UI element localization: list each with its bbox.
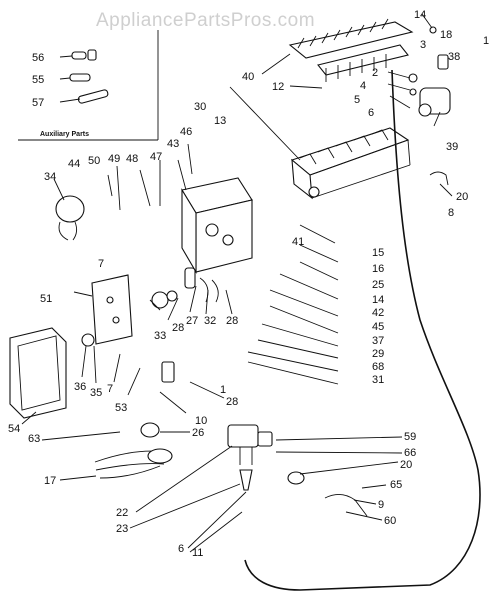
label-20-lower: 20: [400, 459, 412, 471]
label-3: 3: [420, 39, 426, 51]
label-22: 22: [116, 507, 128, 519]
label-59: 59: [404, 431, 416, 443]
label-18: 18: [440, 29, 452, 41]
label-23: 23: [116, 523, 128, 535]
part-labels: 14 18 3 38 1 56 55 57 40 12 2 4 5 6 39 1…: [8, 9, 489, 559]
label-40: 40: [242, 71, 254, 83]
control-housing: [181, 177, 253, 275]
label-20-right: 20: [456, 191, 468, 203]
label-54: 54: [8, 423, 20, 435]
label-55: 55: [32, 74, 44, 86]
right-hardware-parts: [408, 26, 451, 186]
label-65: 65: [390, 479, 402, 491]
label-28-c: 28: [226, 396, 238, 408]
label-56: 56: [32, 52, 44, 64]
label-5: 5: [354, 94, 360, 106]
fill-tube: [244, 69, 481, 591]
label-11: 11: [192, 547, 203, 559]
cover: [9, 327, 67, 419]
label-6-bottom: 6: [178, 543, 184, 555]
label-13: 13: [214, 115, 226, 127]
aux-part-57: [77, 89, 109, 104]
wiring-harness-bracket: [91, 274, 133, 345]
label-42: 42: [372, 307, 384, 319]
water-valve-assembly: [94, 424, 368, 517]
label-49: 49: [108, 153, 120, 165]
label-32: 32: [204, 315, 216, 327]
label-48: 48: [126, 153, 138, 165]
label-30: 30: [194, 101, 206, 113]
label-28-a: 28: [172, 322, 184, 334]
label-36: 36: [74, 381, 86, 393]
label-51: 51: [40, 293, 52, 305]
label-25: 25: [372, 279, 384, 291]
auxiliary-parts-caption: Auxiliary Parts: [40, 131, 89, 138]
label-27: 27: [186, 315, 198, 327]
label-68: 68: [372, 361, 384, 373]
label-7-lower: 7: [107, 383, 113, 395]
label-34: 34: [44, 171, 56, 183]
label-66: 66: [404, 447, 416, 459]
label-14-right: 14: [372, 294, 384, 306]
aux-part-56: [71, 49, 97, 61]
label-1-top: 1: [483, 35, 489, 47]
label-47: 47: [150, 151, 162, 163]
label-63: 63: [28, 433, 40, 445]
label-1-mid: 1: [220, 384, 226, 396]
label-50: 50: [88, 155, 100, 167]
label-9: 9: [378, 499, 384, 511]
label-14-top: 14: [414, 9, 426, 21]
label-57: 57: [32, 97, 44, 109]
label-10: 10: [195, 415, 207, 427]
label-33: 33: [154, 330, 166, 342]
auxiliary-parts-box: Auxiliary Parts: [18, 30, 159, 141]
label-16: 16: [372, 263, 384, 275]
label-38: 38: [448, 51, 460, 63]
label-8: 8: [448, 207, 454, 219]
label-41: 41: [292, 236, 304, 248]
label-12: 12: [272, 81, 284, 93]
label-46: 46: [180, 126, 192, 138]
label-17: 17: [44, 475, 56, 487]
label-15: 15: [372, 247, 384, 259]
label-28-b: 28: [226, 315, 238, 327]
motor-module: [55, 195, 85, 241]
label-39: 39: [446, 141, 458, 153]
label-37: 37: [372, 335, 384, 347]
label-4: 4: [360, 80, 366, 92]
label-44: 44: [68, 158, 80, 170]
label-60: 60: [384, 515, 396, 527]
label-53: 53: [115, 402, 127, 414]
small-hardware-cluster: [81, 267, 219, 438]
label-31: 31: [372, 374, 384, 386]
label-35: 35: [90, 387, 102, 399]
label-6-top: 6: [368, 107, 374, 119]
label-45: 45: [372, 321, 384, 333]
label-43: 43: [167, 138, 179, 150]
label-2: 2: [372, 67, 378, 79]
ice-mold-assembly: [288, 18, 414, 200]
label-29: 29: [372, 348, 384, 360]
watermark-text: AppliancePartsPros.com: [96, 10, 315, 31]
aux-part-55: [69, 73, 91, 82]
label-7-upper: 7: [98, 258, 104, 270]
leader-lines: [21, 13, 453, 553]
label-26: 26: [192, 427, 204, 439]
